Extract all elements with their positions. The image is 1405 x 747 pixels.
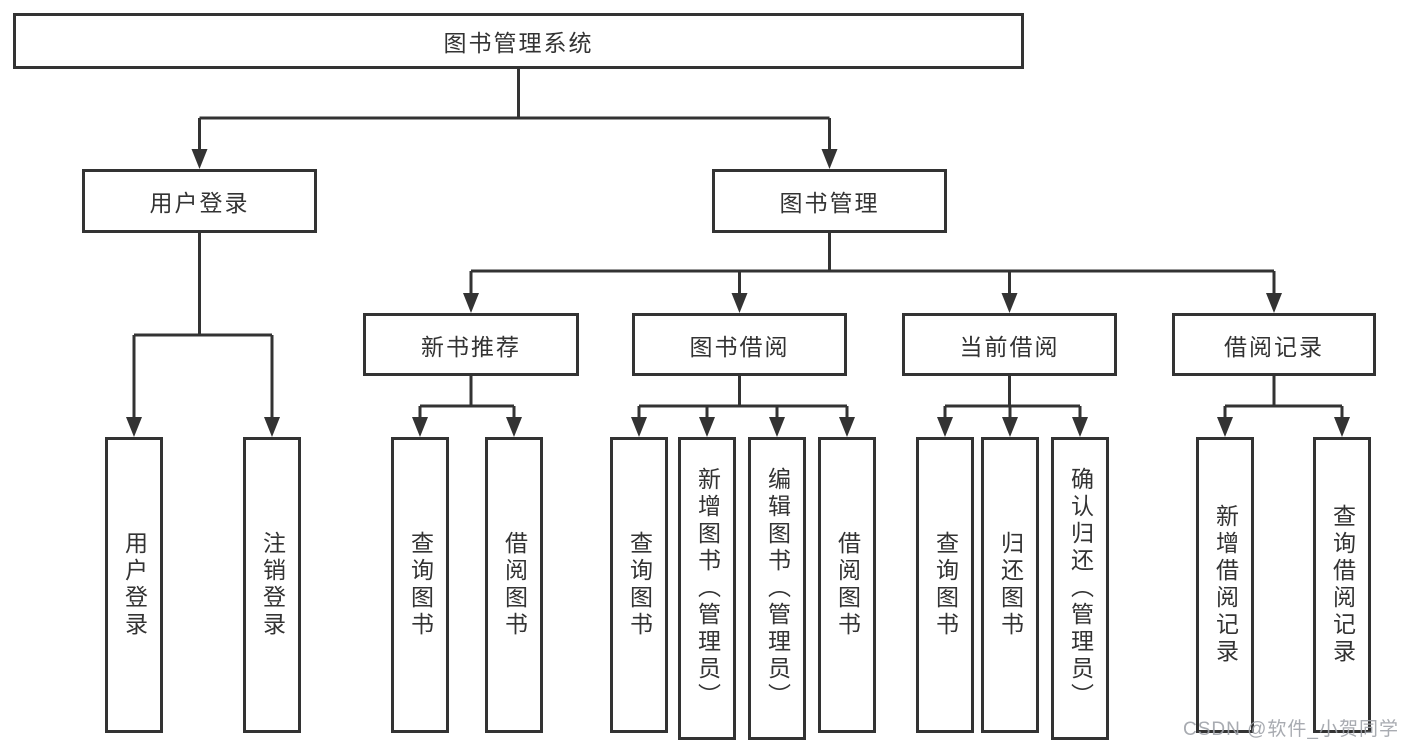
leaf-query-book-2: 查询图书 <box>610 437 668 733</box>
leaf-edit-book-admin-label: 编辑图书（管理员） <box>764 467 791 710</box>
leaf-query-book-1: 查询图书 <box>391 437 449 733</box>
leaf-query-book-1-label: 查询图书 <box>407 531 434 639</box>
node-root: 图书管理系统 <box>13 13 1024 69</box>
leaf-return-book-label: 归还图书 <box>997 531 1024 639</box>
leaf-user-login: 用户登录 <box>105 437 163 733</box>
node-new-book-recommend-label: 新书推荐 <box>421 333 521 360</box>
leaf-query-borrow-record: 查询借阅记录 <box>1313 437 1371 733</box>
node-current-borrow: 当前借阅 <box>902 313 1117 376</box>
leaf-add-borrow-record: 新增借阅记录 <box>1196 437 1254 733</box>
leaf-logout: 注销登录 <box>243 437 301 733</box>
leaf-borrow-book-1-label: 借阅图书 <box>501 531 528 639</box>
node-borrow-records-label: 借阅记录 <box>1224 333 1324 360</box>
leaf-logout-label: 注销登录 <box>259 531 286 639</box>
node-borrow-records: 借阅记录 <box>1172 313 1376 376</box>
leaf-query-borrow-record-label: 查询借阅记录 <box>1329 504 1356 666</box>
node-book-borrow-label: 图书借阅 <box>689 333 790 360</box>
leaf-query-book-3: 查询图书 <box>916 437 974 733</box>
leaf-query-book-2-label: 查询图书 <box>626 531 653 639</box>
leaf-add-book-admin: 新增图书（管理员） <box>678 437 736 740</box>
leaf-borrow-book-2-label: 借阅图书 <box>834 531 861 639</box>
node-book-borrow: 图书借阅 <box>632 313 847 376</box>
leaf-return-book: 归还图书 <box>981 437 1039 733</box>
node-root-label: 图书管理系统 <box>443 30 594 56</box>
node-new-book-recommend: 新书推荐 <box>363 313 579 376</box>
leaf-confirm-return-admin-label: 确认归还（管理员） <box>1067 467 1094 710</box>
leaf-query-book-3-label: 查询图书 <box>932 531 959 639</box>
leaf-user-login-label: 用户登录 <box>121 531 148 639</box>
node-user-login-menu: 用户登录 <box>82 169 317 233</box>
leaf-borrow-book-1: 借阅图书 <box>485 437 543 733</box>
leaf-borrow-book-2: 借阅图书 <box>818 437 876 733</box>
node-user-login-menu-label: 用户登录 <box>149 190 250 216</box>
leaf-edit-book-admin: 编辑图书（管理员） <box>748 437 806 740</box>
watermark: CSDN @软件_小贺同学 <box>1183 719 1399 740</box>
leaf-confirm-return-admin: 确认归还（管理员） <box>1051 437 1109 740</box>
leaf-add-borrow-record-label: 新增借阅记录 <box>1212 504 1239 666</box>
node-book-management-label: 图书管理 <box>779 190 880 216</box>
node-current-borrow-label: 当前借阅 <box>959 333 1060 360</box>
node-book-management: 图书管理 <box>712 169 947 233</box>
leaf-add-book-admin-label: 新增图书（管理员） <box>694 467 721 710</box>
